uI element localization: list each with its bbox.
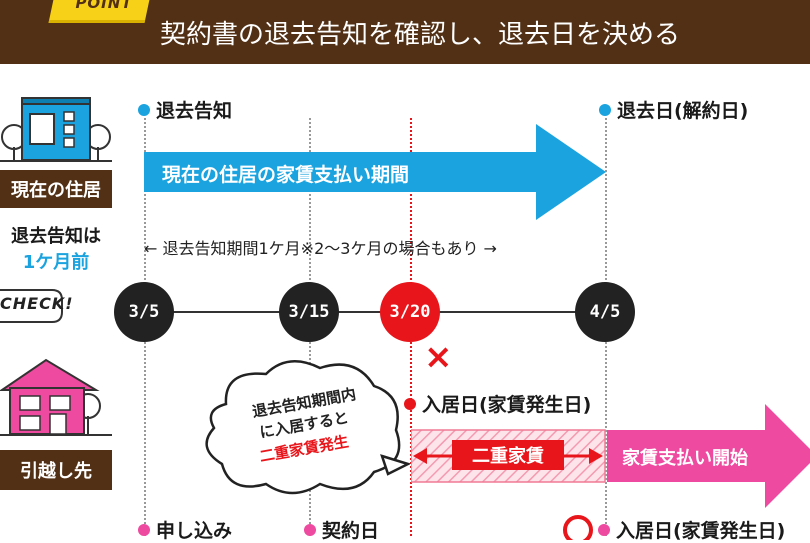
new-house-icon <box>0 358 112 436</box>
notice-rule-line2: 1ケ月前 <box>22 252 90 273</box>
date-node-3-15: 3/15 <box>279 282 339 342</box>
circle-mark-icon <box>563 515 593 540</box>
page-title: 契約書の退去告知を確認し、退去日を決める <box>160 20 681 50</box>
check-text: CHECK! <box>0 294 74 313</box>
notice-date-label: 退去告知 <box>138 96 232 123</box>
moveout-date-label: 退去日(解約日) <box>599 96 748 123</box>
cross-mark-icon: × <box>424 337 453 377</box>
pink-dot-icon <box>598 523 610 536</box>
current-rent-label: 現在の住居の家賃支払い期間 <box>162 164 410 186</box>
date-node-3-5: 3/5 <box>114 282 174 342</box>
new-rent-label: 家賃支払い開始 <box>622 448 748 469</box>
double-rent-label: 二重家賃 <box>452 440 564 470</box>
apartment-building-icon <box>0 97 112 162</box>
current-home-label: 現在の住居 <box>0 170 112 208</box>
pink-dot-icon <box>138 523 150 536</box>
pink-dot-icon <box>304 523 316 536</box>
check-speech-bubble <box>0 289 63 323</box>
new-home-label: 引越し先 <box>0 450 112 490</box>
notice-rule-line1: 退去告知は <box>11 226 101 247</box>
apply-date-label: 申し込み <box>138 516 232 543</box>
blue-dot-icon <box>138 103 150 116</box>
movein-red-label: 入居日(家賃発生日) <box>404 390 591 417</box>
warning-cloud-bubble <box>205 360 410 495</box>
red-dot-icon <box>404 397 416 410</box>
point-badge-text: POINT <box>75 0 133 12</box>
new-rent-arrow <box>607 404 810 508</box>
movein-bottom-label: 入居日(家賃発生日) <box>598 516 785 543</box>
blue-dot-icon <box>599 103 611 116</box>
contract-date-label: 契約日 <box>304 516 379 543</box>
current-rent-arrow <box>144 124 606 220</box>
date-node-4-5: 4/5 <box>575 282 635 342</box>
date-node-3-20: 3/20 <box>380 282 440 342</box>
timeline-axis <box>150 311 606 313</box>
notice-period-text: ← 退去告知期間1ケ月※2〜3ケ月の場合もあり → <box>144 239 497 258</box>
